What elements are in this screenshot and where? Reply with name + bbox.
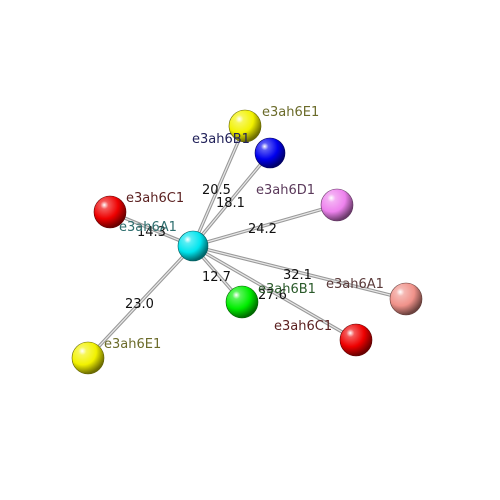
distance-label-layer: 20.518.124.2 14.3 32.1 12.7 27.6 23.0 xyxy=(125,183,312,312)
node-label: e3ah6E1 xyxy=(262,105,319,120)
node-n-e3ah6E1-top xyxy=(228,109,262,143)
node-label: e3ah6C1 xyxy=(274,319,332,334)
edge-highlight-n-e3ah6D1 xyxy=(192,204,338,247)
node-n-e3ah6E1-left xyxy=(71,341,105,375)
distance-label: 12.7 xyxy=(202,270,231,285)
node-n-e3ah6A1-right xyxy=(389,282,423,316)
distance-label: 27.6 xyxy=(258,288,287,303)
node-label: e3ah6C1 xyxy=(126,191,184,206)
distance-label: 14.3 xyxy=(137,225,166,240)
node-center xyxy=(177,230,209,262)
edge-highlight-n-e3ah6C1-right xyxy=(192,245,357,341)
edge-highlight-n-e3ah6E1-left xyxy=(87,245,194,359)
node-n-e3ah6B1-green xyxy=(225,285,259,319)
node-label: e3ah6B1 xyxy=(192,132,250,147)
edge-highlight-n-e3ah6B1-blue xyxy=(192,152,271,247)
node-n-e3ah6C1-right xyxy=(339,323,373,357)
node-n-e3ah6C1-left xyxy=(93,195,127,229)
node-label: e3ah6A1 xyxy=(326,277,384,292)
distance-label: 32.1 xyxy=(283,268,312,283)
node-label: e3ah6E1 xyxy=(104,337,161,352)
edge-highlight-n-e3ah6E1-top xyxy=(192,125,246,247)
edge-highlight-n-e3ah6A1-right xyxy=(192,245,407,300)
node-layer xyxy=(71,109,423,375)
node-label: e3ah6B1 xyxy=(258,282,316,297)
edge-layer xyxy=(86,124,408,360)
distance-label: 24.2 xyxy=(248,222,277,237)
node-label-layer: e3ah6E1 e3ah6B1 e3ah6D1 e3ah6C1 e3ah6A1 e3ah6… xyxy=(104,105,384,352)
center-node-label: e3ah6A1 xyxy=(119,220,177,235)
node-n-e3ah6D1 xyxy=(320,188,354,222)
distance-label: 20.5 xyxy=(202,183,231,198)
distance-label: 18.1 xyxy=(216,196,245,211)
node-n-e3ah6B1-blue xyxy=(254,137,286,169)
node-label: e3ah6D1 xyxy=(256,183,315,198)
distance-label: 23.0 xyxy=(125,297,154,312)
